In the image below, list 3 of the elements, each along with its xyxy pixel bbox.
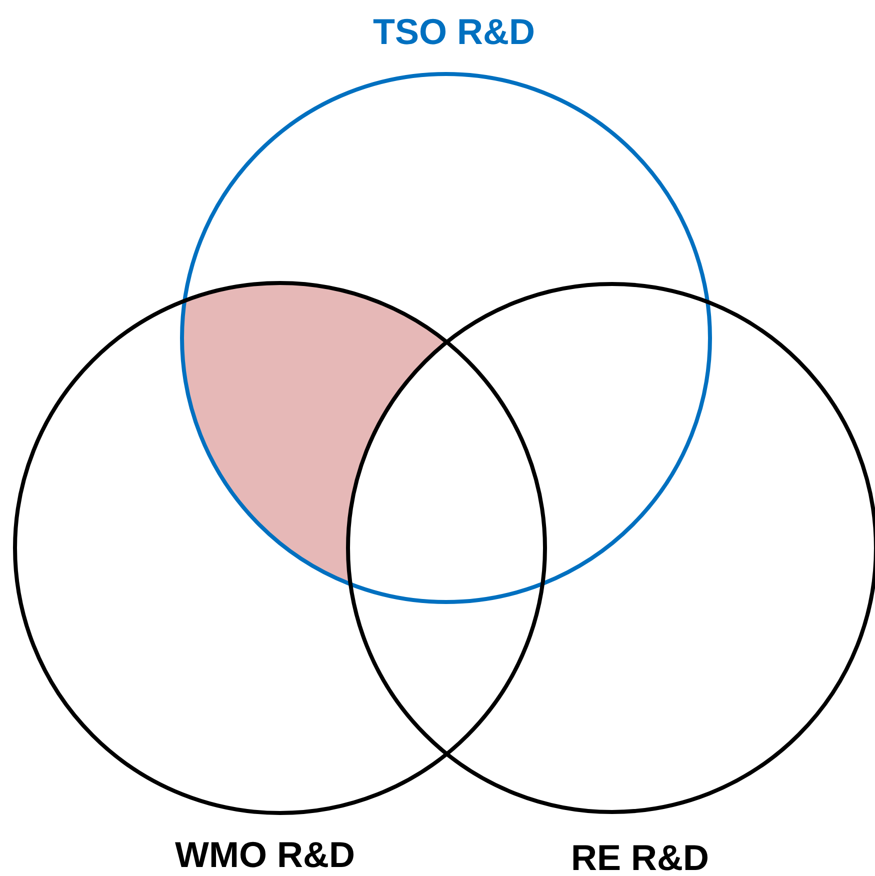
- set-label: RE R&D: [571, 840, 709, 876]
- set-label: WMO R&D: [175, 837, 355, 873]
- set-label: TSO R&D: [373, 14, 535, 50]
